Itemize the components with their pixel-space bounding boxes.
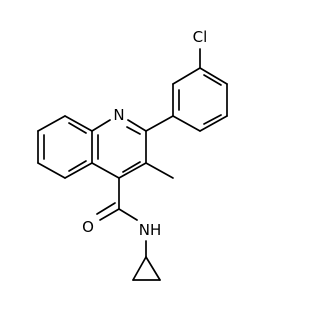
aromatic-double-bond (203, 74, 222, 86)
chlorine-atom-label: Cl (193, 28, 208, 46)
cyclopropyl-bond (145, 256, 161, 281)
aromatic-double-bond (122, 161, 141, 173)
carbonyl-double-bond (99, 208, 120, 221)
molecule-structure: Cl N O NH (37, 28, 228, 281)
bond (64, 115, 93, 132)
aromatic-double-bond (203, 114, 222, 125)
aryl-link-bond (145, 115, 174, 132)
bond (91, 119, 111, 132)
bond (199, 115, 228, 132)
methyl-bond (145, 162, 174, 179)
bond (172, 115, 201, 132)
cyclopropyl-bond (132, 256, 147, 281)
bond (64, 162, 93, 179)
aromatic-double-bond (126, 126, 141, 135)
bond (37, 162, 66, 179)
bond (172, 67, 201, 85)
quinoline-pyridine-ring (91, 119, 147, 179)
aromatic-double-bond (68, 122, 87, 134)
bond (91, 162, 120, 179)
aromatic-double-bond (68, 160, 87, 172)
bond (118, 162, 147, 179)
cyclopropyl-amide-group (96, 177, 161, 281)
amide-bond (118, 208, 138, 221)
carbonyl-double-bond (96, 202, 116, 215)
bond (199, 67, 228, 85)
bond (37, 115, 66, 132)
chlorophenyl-ring (172, 48, 228, 132)
bond (127, 119, 147, 132)
amide-nitrogen-label: NH (139, 221, 162, 239)
amide-oxygen-label: O (82, 218, 94, 236)
ring-nitrogen-label: N (113, 106, 124, 124)
quinoline-benzo-ring (37, 115, 93, 179)
